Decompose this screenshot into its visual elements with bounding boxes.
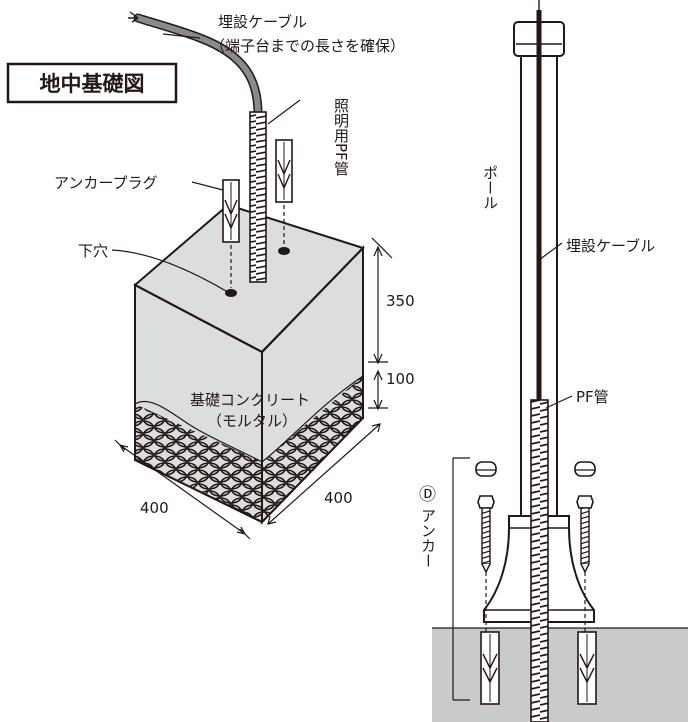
anchor-bolt-icon: [475, 461, 497, 640]
anchor-plug-icon: [275, 139, 293, 203]
anchor-bolt-icon: [574, 461, 596, 640]
lighting-pf-pipe: [249, 111, 267, 283]
pole-diagram: ポール 埋設ケーブル PF管 Ⓓ アンカー: [419, 0, 688, 722]
buried-cable: [128, 11, 263, 119]
pole-label: ポール: [481, 165, 499, 210]
foundation-diagram: 地中基礎図: [6, 11, 415, 540]
anchor-plug-icon: [222, 179, 240, 243]
pf-pipe: [530, 399, 549, 722]
width-dimension-right: 400: [324, 489, 353, 507]
pilot-hole: [225, 289, 237, 297]
anchor-plug-label: アンカープラグ: [54, 174, 158, 192]
buried-cable-label: 埋設ケーブル: [218, 13, 307, 31]
mortar-label: （モルタル）: [207, 412, 297, 430]
height-dimension-100: 100: [386, 370, 415, 388]
anchor-bracket: [452, 457, 470, 701]
pole-leader-lines: [538, 242, 573, 409]
anchor-label: アンカー: [419, 508, 437, 568]
concrete-block: [133, 203, 365, 525]
anchor-marker: Ⓓ: [419, 485, 436, 505]
buried-cable-right-label: 埋設ケーブル: [566, 237, 655, 255]
concrete-label: 基礎コンクリート: [190, 391, 310, 409]
embedded-plug-icon: [480, 631, 500, 705]
height-dimension-350: 350: [386, 292, 415, 310]
pilot-hole: [278, 247, 290, 255]
width-dimension-left: 400: [140, 499, 169, 517]
title-box: 地中基礎図: [6, 62, 178, 104]
leader-lines: [111, 33, 301, 292]
dimension-lines: [114, 237, 393, 540]
ground: [432, 628, 688, 722]
page-title: 地中基礎図: [40, 72, 145, 96]
buried-cable-note: （端子台までの長さを確保）: [210, 37, 405, 55]
embedded-plug-icon: [577, 631, 597, 705]
lighting-pf-label: 照明用PF管: [332, 98, 350, 176]
pf-pipe-label: PF管: [576, 388, 609, 406]
pilot-hole-label: 下穴: [78, 242, 108, 260]
